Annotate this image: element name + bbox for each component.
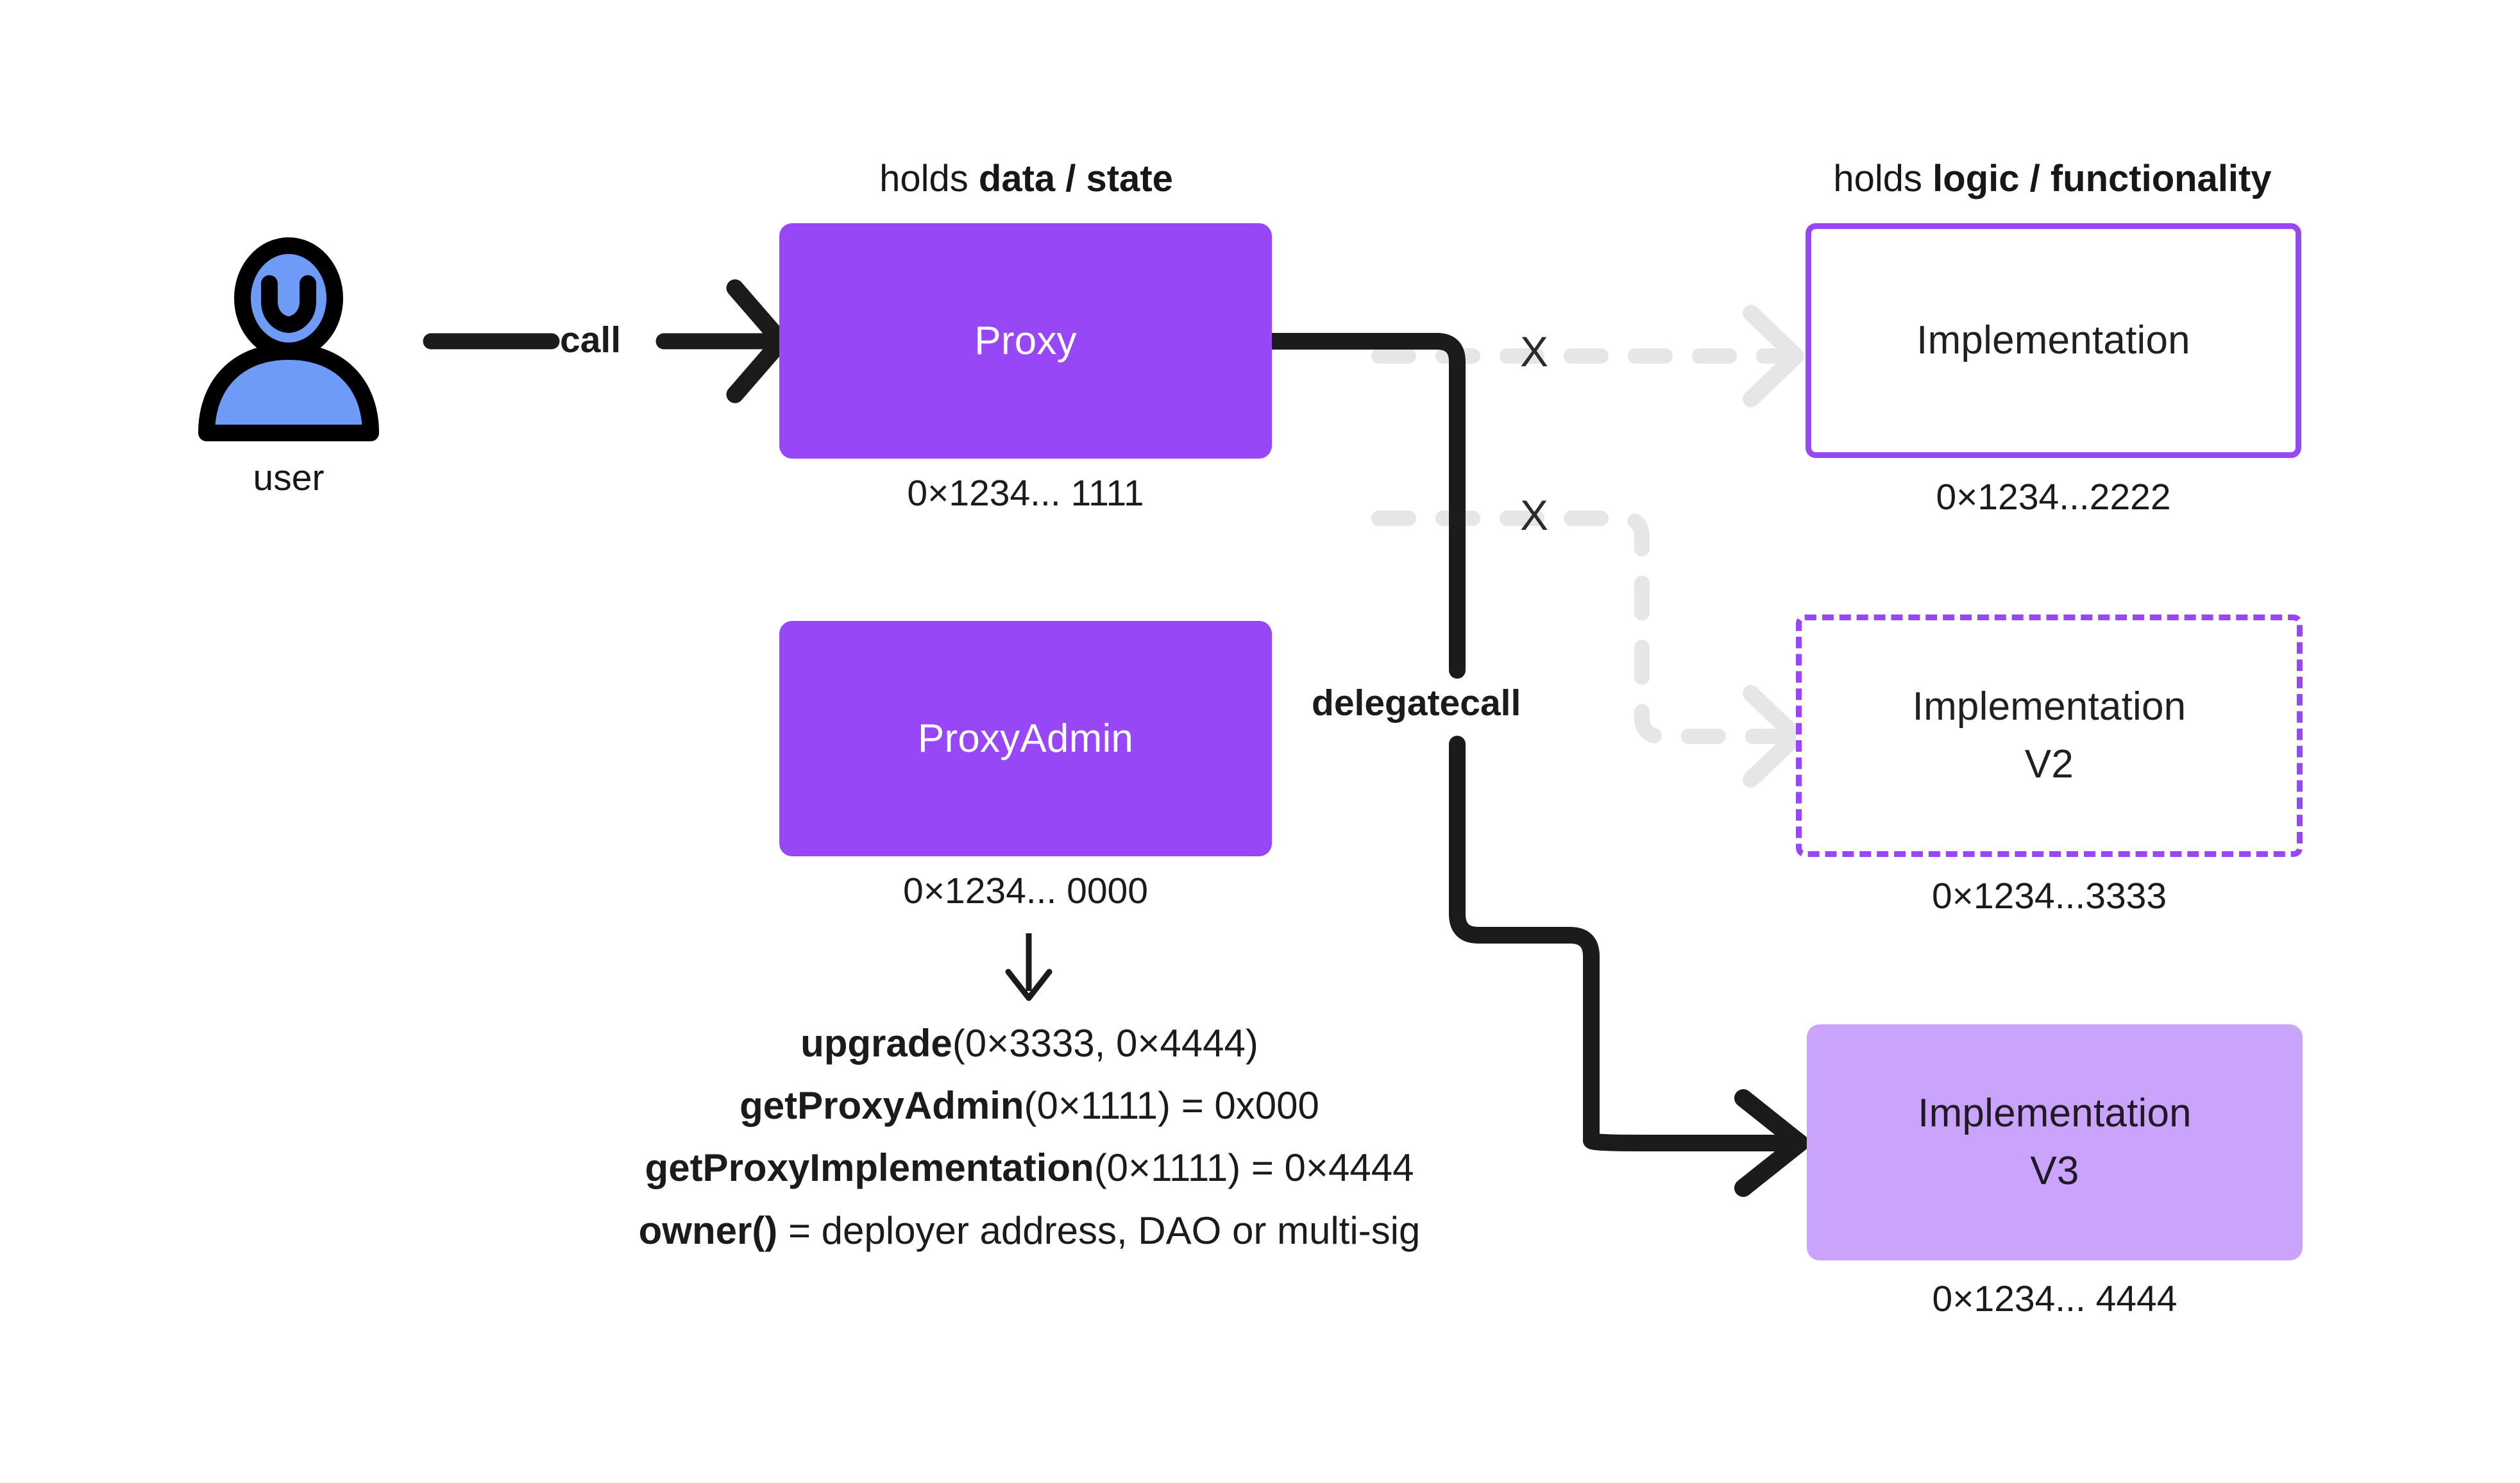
function-signature: = deployer address, DAO or multi-sig	[777, 1208, 1421, 1252]
proxy-admin-function-list: upgrade(0×3333, 0×4444) getProxyAdmin(0×…	[385, 1012, 1674, 1262]
edge-x-mark-v2: X	[1520, 491, 1549, 539]
function-list-item: upgrade(0×3333, 0×4444)	[385, 1012, 1674, 1074]
function-name: upgrade	[800, 1022, 952, 1065]
node-implementation-v2-address: 0×1234...3333	[1931, 876, 2167, 917]
edge-admin-to-functions	[1005, 933, 1053, 1001]
function-signature: (0×3333, 0×4444)	[952, 1022, 1258, 1065]
node-proxy-address: 0×1234... 1111	[907, 473, 1144, 514]
user-label: user	[253, 457, 325, 498]
function-list-item: owner() = deployer address, DAO or multi…	[385, 1199, 1674, 1262]
node-proxy-admin-label: ProxyAdmin	[917, 716, 1134, 761]
node-proxy-admin-address: 0×1234... 0000	[903, 870, 1148, 911]
node-implementation-address: 0×1234...2222	[1936, 477, 2171, 518]
node-proxy-label: Proxy	[974, 318, 1077, 363]
caption-right-strong: logic / functionality	[1932, 158, 2272, 199]
edge-x-mark-v1: X	[1520, 328, 1549, 375]
edge-label-delegatecall: delegatecall	[1312, 682, 1521, 724]
user-avatar-icon	[198, 237, 379, 441]
caption-left-strong: data / state	[978, 158, 1173, 199]
edge-inactive-v1	[1371, 305, 1804, 407]
node-implementation-v3-label: Implementation V3	[1918, 1091, 2192, 1193]
edge-label-call: call	[560, 319, 622, 360]
node-proxy[interactable]: Proxy	[779, 223, 1272, 459]
node-implementation-v2-label: Implementation V2	[1912, 684, 2186, 786]
function-list-item: getProxyAdmin(0×1111) = 0x000	[385, 1074, 1674, 1137]
function-name: owner()	[638, 1208, 778, 1252]
caption-right-prefix: holds	[1833, 158, 1933, 199]
edge-delegatecall	[1264, 333, 1809, 1197]
node-implementation[interactable]: Implementation	[1805, 223, 2301, 458]
right-column-caption: holds logic / functionality	[1680, 157, 2424, 200]
function-name: getProxyImplementation	[645, 1146, 1094, 1190]
node-implementation-v2[interactable]: Implementation V2	[1796, 614, 2303, 857]
function-signature: (0×1111) = 0x000	[1024, 1084, 1319, 1128]
function-signature: (0×1111) = 0×4444	[1094, 1146, 1414, 1190]
node-implementation-v3-address: 0×1234... 4444	[1932, 1278, 2178, 1319]
caption-left-prefix: holds	[879, 158, 979, 199]
function-name: getProxyAdmin	[740, 1084, 1024, 1128]
left-column-caption: holds data / state	[728, 157, 1324, 200]
edge-inactive-v2	[1371, 511, 1804, 788]
node-proxy-admin[interactable]: ProxyAdmin	[779, 621, 1272, 856]
node-implementation-label: Implementation	[1916, 318, 2190, 363]
node-implementation-v3[interactable]: Implementation V3	[1807, 1024, 2303, 1260]
function-list-item: getProxyImplementation(0×1111) = 0×4444	[385, 1137, 1674, 1199]
